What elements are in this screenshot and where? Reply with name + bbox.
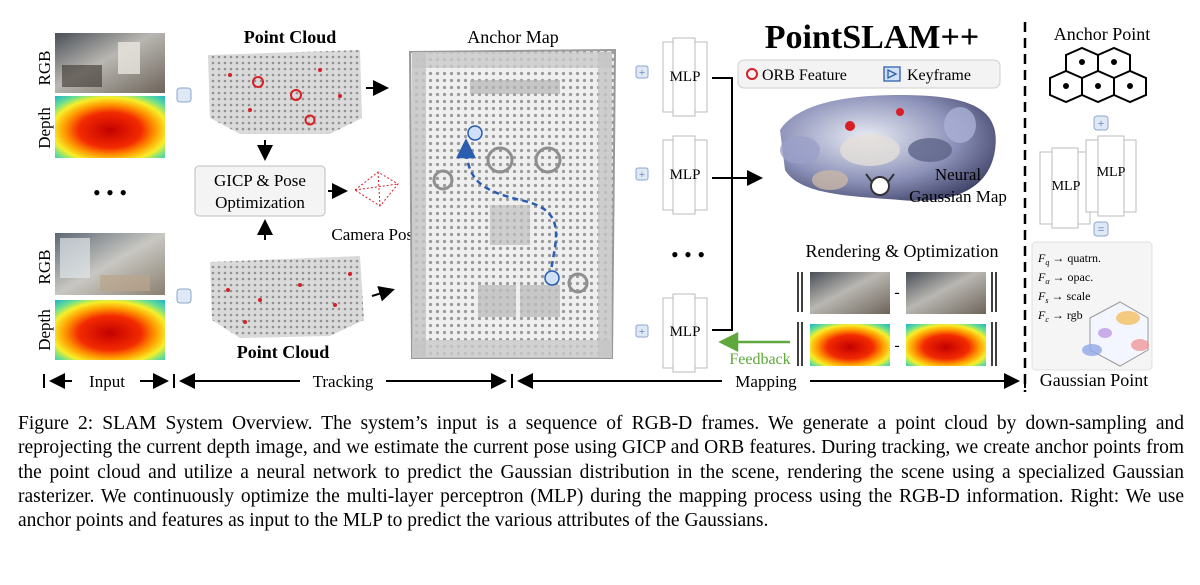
svg-text:+: +	[639, 169, 645, 181]
gaussian-point-label: Gaussian Point	[1040, 370, 1149, 390]
orb-marker	[290, 89, 302, 101]
gaussian-attributes-list: Fq → quatrn. Fα → opac. Fs → scale Fc → rgb	[1037, 251, 1101, 324]
mlp-block-1: + MLP	[635, 37, 708, 117]
keyframe-legend-icon	[883, 66, 901, 82]
point-cloud-bottom-label: Point Cloud	[237, 342, 330, 362]
render-comparison: - -	[797, 272, 997, 366]
stage-bar: Input Tracking Mapping	[43, 372, 1026, 391]
svg-text:-: -	[894, 284, 899, 301]
system-title: PointSLAM++	[765, 19, 979, 56]
stage-tracking-label: Tracking	[313, 372, 374, 391]
svg-text:=: =	[1098, 222, 1105, 236]
rendered-depth	[810, 324, 890, 366]
neural-map-line1: Neural	[935, 165, 982, 184]
right-mlp-label-2: MLP	[1097, 165, 1126, 180]
depth-image-top	[55, 96, 165, 158]
anchor-map: Anchor Map	[408, 27, 617, 359]
mlp-label: MLP	[670, 69, 701, 85]
orb-marker	[252, 76, 264, 88]
right-panel: Anchor Point + MLP MLP =	[1031, 24, 1153, 390]
gt-depth	[906, 324, 986, 366]
legend-orb-label: ORB Feature	[762, 67, 847, 84]
mapping-section: PointSLAM++ ORB Feature Keyframe Neural …	[718, 19, 1007, 368]
legend-box	[737, 59, 1001, 89]
gicp-box	[194, 165, 326, 217]
gicp-line1: GICP & Pose	[214, 171, 306, 190]
gaussian-attribute-row: Fc → rgb	[1037, 308, 1083, 324]
keyframe-marker	[467, 125, 483, 141]
gt-rgb	[906, 272, 986, 314]
point-cloud-top	[208, 50, 362, 134]
depth-image-bottom	[55, 300, 165, 360]
orb-legend-icon	[746, 68, 758, 80]
gaussian-attribute-row: Fs → scale	[1037, 289, 1090, 305]
caption-label: Figure 2:	[18, 413, 94, 434]
tracking-section: Point Cloud GICP & Pose Optimization Cam…	[194, 27, 421, 362]
rgb-label-top: RGB	[35, 51, 54, 86]
input-column: RGB Depth • • • RGB Depth	[35, 33, 192, 360]
depth-label-top: Depth	[35, 107, 54, 149]
system-overview-figure: RGB Depth • • • RGB Depth Point Cloud GI…	[35, 19, 1153, 392]
neural-gaussian-map-image	[780, 95, 996, 201]
camera-pose-label: Camera Pose	[331, 225, 420, 244]
anchor-point-label: Anchor Point	[1054, 24, 1151, 44]
gaussian-attribute-row: Fα → opac.	[1037, 270, 1093, 286]
mlp-block-2: + MLP	[635, 135, 708, 215]
rendering-optimization-label: Rendering & Optimization	[806, 241, 999, 261]
svg-text:+: +	[639, 67, 645, 79]
caption-text: SLAM System Overview. The system’s input…	[18, 413, 1184, 532]
keyframe-camera-icon	[865, 173, 895, 196]
mlp-merge-lines	[712, 77, 733, 331]
svg-text:+: +	[639, 326, 645, 338]
mlp-label: MLP	[670, 324, 701, 340]
gaussian-attribute-row: Fq → quatrn.	[1037, 251, 1101, 267]
orb-marker	[304, 114, 316, 126]
neural-map-line2: Gaussian Map	[909, 187, 1007, 206]
input-ellipsis: • • •	[93, 180, 127, 205]
right-mlp-label-1: MLP	[1052, 179, 1081, 194]
connector-icon-top	[176, 87, 192, 103]
mlp-ellipsis: • • •	[671, 242, 705, 267]
rgb-label-bottom: RGB	[35, 250, 54, 285]
depth-label-bottom: Depth	[35, 309, 54, 351]
point-cloud-bottom	[210, 256, 364, 338]
right-mlp-blocks: MLP MLP	[1039, 135, 1137, 229]
anchor-point-icon	[1049, 46, 1147, 104]
camera-pose-icon	[354, 171, 399, 207]
svg-text:-: -	[894, 337, 899, 354]
arrow-pc-to-anchor-bottom	[371, 286, 395, 302]
feedback-label: Feedback	[729, 351, 790, 368]
keyframe-marker	[544, 270, 560, 286]
gaussian-point-icon	[1082, 301, 1149, 367]
gicp-line2: Optimization	[215, 193, 305, 212]
mlp-column: + MLP + MLP • • • + MLP	[635, 37, 763, 373]
anchor-map-title: Anchor Map	[467, 27, 558, 47]
mlp-label: MLP	[670, 167, 701, 183]
legend-keyframe-label: Keyframe	[907, 67, 971, 84]
figure-caption: Figure 2: SLAM System Overview. The syst…	[18, 412, 1184, 533]
stage-input-label: Input	[89, 372, 125, 391]
stage-mapping-label: Mapping	[735, 372, 797, 391]
svg-text:+: +	[1098, 116, 1105, 130]
point-cloud-top-label: Point Cloud	[244, 27, 337, 47]
rendered-rgb	[810, 272, 890, 314]
mlp-block-3: + MLP	[635, 293, 708, 373]
connector-icon-bottom	[176, 288, 192, 304]
